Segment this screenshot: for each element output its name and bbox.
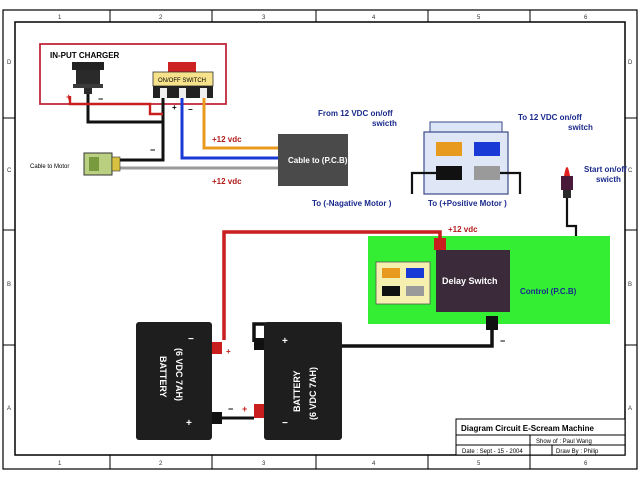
charger-minus: − <box>98 94 103 104</box>
title-block <box>455 418 626 456</box>
col-label-bottom-2: 2 <box>159 461 163 467</box>
cable-to-motor-label: Cable to Motor <box>30 164 69 170</box>
to-neg-motor-label: To (-Nagative Motor ) <box>312 199 392 208</box>
battery1-term-plus: + <box>226 347 231 356</box>
wire-minus-label: − <box>150 145 155 155</box>
col-label-bottom-1: 1 <box>58 461 62 467</box>
col-label-bottom-3: 3 <box>262 461 266 467</box>
to-pos-motor-label: To (+Positive Motor ) <box>428 199 507 208</box>
title-block-draw-by: Draw By : Philip <box>556 449 599 455</box>
battery1-label-2: (6 VDC 7AH) <box>174 348 184 401</box>
wire-neg-motor-out <box>410 171 436 194</box>
motor-connector-icon <box>83 152 121 176</box>
drawing-frame: 1 2 3 4 5 6 1 2 3 4 5 6 D C B A D C B A <box>2 9 638 470</box>
row-label-left-d: D <box>7 60 12 66</box>
plus12-label-c: +12 vdc <box>448 225 478 234</box>
col-label-top-1: 1 <box>58 15 62 21</box>
battery1-plus: + <box>186 418 192 429</box>
pcb-negative-terminal <box>486 316 498 330</box>
charger-label: IN-PUT CHARGER <box>50 51 120 60</box>
row-label-right-d: D <box>628 60 633 66</box>
wire-pos-motor-out <box>500 171 522 194</box>
switch-minus: − <box>188 105 193 114</box>
to-12vdc-label-1: To 12 VDC on/off <box>518 113 582 122</box>
charger-plus: + <box>66 92 71 102</box>
col-label-bottom-6: 6 <box>584 461 588 467</box>
plus12-label-a: +12 vdc <box>212 135 242 144</box>
battery1-minus: − <box>188 334 194 345</box>
start-switch-icon <box>561 167 573 198</box>
row-label-left-c: C <box>7 168 12 174</box>
to-12vdc-label-2: switch <box>568 123 593 132</box>
row-label-right-a: A <box>628 406 632 412</box>
col-label-top-2: 2 <box>159 15 163 21</box>
switch-plus: + <box>172 103 177 112</box>
row-label-left-a: A <box>7 406 11 412</box>
battery-icon <box>254 322 342 440</box>
wire-red-charger <box>68 96 163 116</box>
battery2-minus: − <box>282 418 288 429</box>
battery1-label-1: BATTERY <box>158 356 168 398</box>
col-label-top-4: 4 <box>372 15 376 21</box>
charger-plug-icon <box>72 62 104 94</box>
pcb-minus-label: − <box>500 336 505 346</box>
from-12vdc-label-1: From 12 VDC on/off <box>318 109 393 118</box>
wire-orange <box>202 98 278 150</box>
row-label-left-b: B <box>7 282 11 288</box>
col-label-bottom-5: 5 <box>477 461 481 467</box>
col-label-top-5: 5 <box>477 15 481 21</box>
jumper-minus: − <box>228 404 233 414</box>
onoff-switch-label: ON/OFF SWITCH <box>158 78 206 84</box>
start-onoff-label-2: swicth <box>596 175 621 184</box>
rocker-switch-icon <box>152 62 214 98</box>
wire-blue <box>180 98 278 160</box>
control-pcb-label: Control (P.C.B) <box>520 287 577 296</box>
title-block-title: Diagram Circuit E-Scream Machine <box>461 424 594 433</box>
battery-icon <box>136 322 222 440</box>
cable-to-pcb-label: Cable to (P.C.B) <box>288 156 348 165</box>
start-onoff-label-1: Start on/off <box>584 165 627 174</box>
row-label-right-c: C <box>628 168 633 174</box>
delay-switch-icon <box>436 250 510 312</box>
battery2-label-1: BATTERY <box>292 371 302 413</box>
connector-block-icon <box>423 121 509 195</box>
title-block-date: Date : Sept - 15 - 2004 <box>462 449 523 455</box>
col-label-top-3: 3 <box>262 15 266 21</box>
jumper-plus: + <box>242 404 247 414</box>
row-label-right-b: B <box>628 282 632 288</box>
pcb-connector-icon <box>375 261 431 305</box>
col-label-bottom-4: 4 <box>372 461 376 467</box>
battery2-label-2: (6 VDC 7AH) <box>308 367 318 420</box>
battery2-plus: + <box>282 336 288 347</box>
plus12-label-b: +12 vdc <box>212 177 242 186</box>
from-12vdc-label-2: swicth <box>372 119 397 128</box>
delay-switch-label: Delay Switch <box>442 276 498 286</box>
col-label-top-6: 6 <box>584 15 588 21</box>
title-block-show-of: Show of : Paul Wang <box>536 439 592 445</box>
pcb-positive-terminal <box>434 238 446 250</box>
cable-to-pcb-box <box>278 134 348 186</box>
